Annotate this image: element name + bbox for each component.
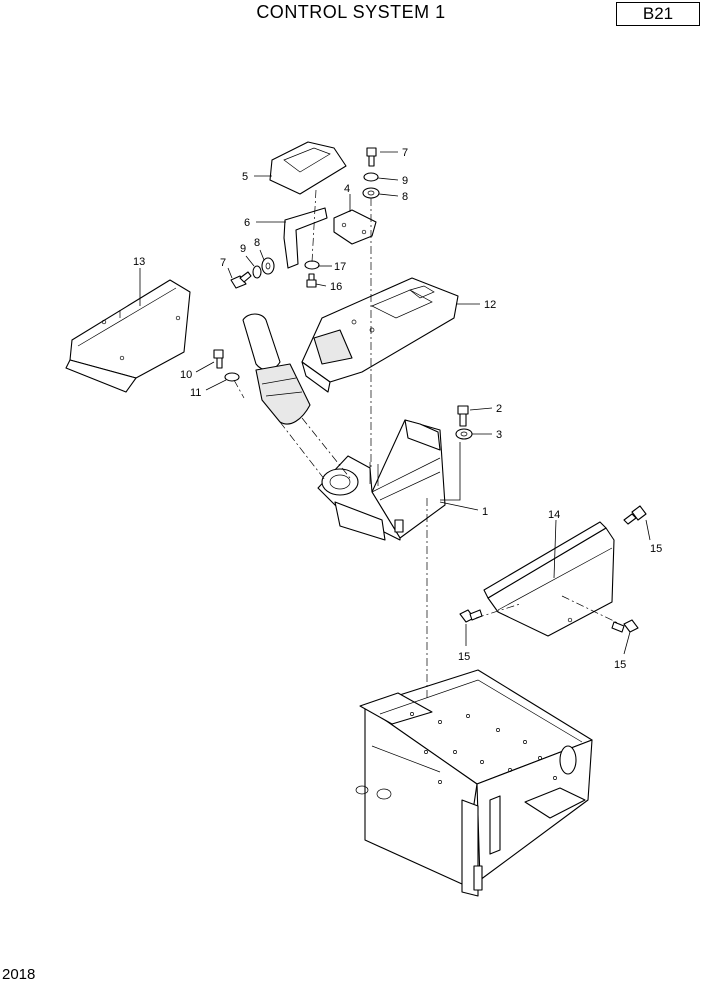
page-number: 2018 xyxy=(2,966,36,983)
callout-11: 11 xyxy=(190,387,201,399)
side-cover-left xyxy=(65,279,191,393)
top-cover-handle xyxy=(269,141,347,195)
callout-15-right: 15 xyxy=(614,659,626,671)
bolt-2 xyxy=(457,405,469,427)
callout-3: 3 xyxy=(496,429,502,441)
side-cover-right xyxy=(483,521,615,637)
callout-4: 4 xyxy=(344,183,350,195)
bolt-7-top xyxy=(366,147,377,167)
washer-9-top xyxy=(363,172,379,182)
callout-8-top: 8 xyxy=(402,191,408,203)
page-title: CONTROL SYSTEM 1 xyxy=(256,2,446,22)
bolt-15-left xyxy=(459,609,483,623)
alignment-lines xyxy=(233,189,621,700)
joystick-lever xyxy=(242,313,351,481)
callout-2: 2 xyxy=(496,403,502,415)
section-code-box: B21 xyxy=(616,2,700,26)
washer-3 xyxy=(455,428,473,440)
leader-lines xyxy=(139,151,651,655)
callout-1: 1 xyxy=(482,506,488,518)
callout-16: 16 xyxy=(330,281,342,293)
washer-17 xyxy=(304,260,320,270)
bolt-15-right xyxy=(611,619,639,633)
callout-9-left: 9 xyxy=(240,243,246,255)
callout-13: 13 xyxy=(133,256,145,268)
washer-9-left xyxy=(252,265,262,279)
bracket-left xyxy=(283,207,328,269)
callout-8-left: 8 xyxy=(254,237,260,249)
bolt-15-top xyxy=(623,505,647,525)
callout-5: 5 xyxy=(242,171,248,183)
bolt-10 xyxy=(213,349,224,369)
washer-8-left xyxy=(261,257,275,275)
callout-6: 6 xyxy=(244,217,250,229)
callout-15-left: 15 xyxy=(458,651,470,663)
console-cover xyxy=(301,277,459,393)
callout-14: 14 xyxy=(548,509,560,521)
washer-11 xyxy=(224,372,240,382)
bolt-16 xyxy=(306,273,317,288)
base-frame xyxy=(355,669,593,897)
bolt-7-left xyxy=(230,271,252,289)
callout-7-top: 7 xyxy=(402,147,408,159)
bracket-right xyxy=(333,209,377,245)
callout-12: 12 xyxy=(484,299,496,311)
callout-17: 17 xyxy=(334,261,346,273)
callout-10: 10 xyxy=(180,369,192,381)
callout-9-top: 9 xyxy=(402,175,408,187)
callout-15-top: 15 xyxy=(650,543,662,555)
washer-8-top xyxy=(362,187,380,199)
callout-7-left: 7 xyxy=(220,257,226,269)
console-box xyxy=(317,419,446,541)
